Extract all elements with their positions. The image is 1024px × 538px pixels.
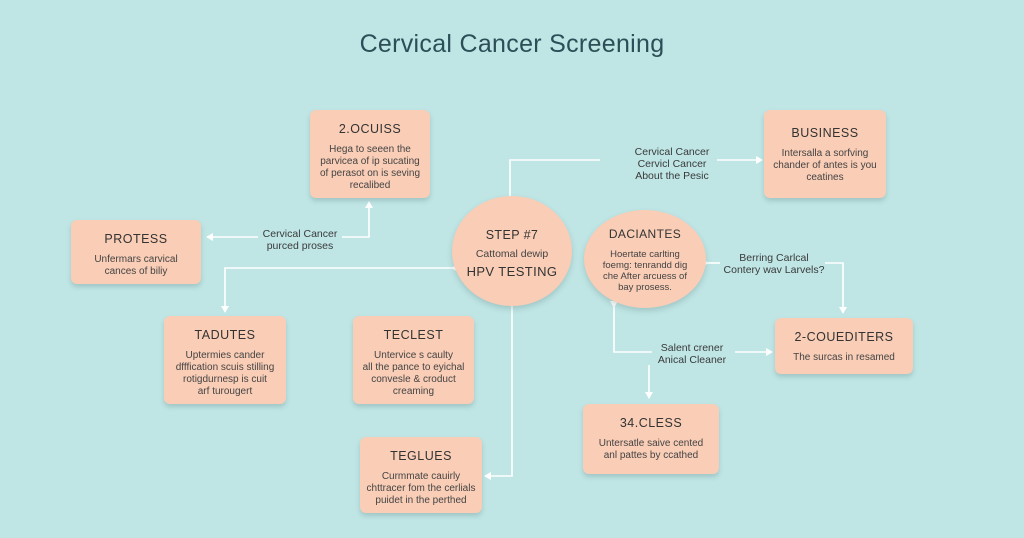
node-teglues: TEGLUES Curmmate cauirly chttracer fom t…	[360, 437, 482, 513]
connector-center-to-business	[506, 159, 600, 201]
node-ocuiss-text: Hega to seeen the parvicea of ip sucatin…	[319, 144, 421, 191]
node-business-title: BUSINESS	[791, 126, 859, 140]
connector-label-to-cuediters	[825, 262, 847, 314]
connector-to-ocuiss	[342, 201, 373, 238]
center-subtitle: Cattomal dewip	[475, 248, 549, 260]
node-daciantes: DACIANTES Hoertate carlting foemg: tenra…	[584, 210, 706, 308]
node-cless: 34.CLESS Untersatle saive cented anl pat…	[583, 404, 719, 474]
node-teglues-text: Curmmate cauirly chttracer fom the cerli…	[366, 471, 476, 506]
node-ocuiss-title: 2.OCUISS	[338, 122, 402, 136]
node-tadutes-title: TADUTES	[194, 328, 256, 342]
node-cuediters-text: The surcas in resamed	[793, 352, 895, 363]
node-cless-title: 34.CLESS	[619, 416, 683, 430]
label-bottom-right: Salent crener Anical Cleaner	[657, 342, 727, 366]
node-teclest-title: TECLEST	[383, 328, 444, 342]
label-right: Berring Carlcal Contery wav Larvels?	[723, 252, 825, 276]
daciantes-title: DACIANTES	[608, 227, 682, 241]
connector-circle-down	[610, 301, 652, 353]
node-protess: PROTESS Unfermars carvical cances of bil…	[71, 220, 201, 284]
center-step-title: STEP #7	[485, 228, 539, 242]
connector-center-to-teglues	[484, 306, 513, 480]
node-teglues-title: TEGLUES	[390, 449, 452, 463]
page-title: Cervical Cancer Screening	[359, 30, 665, 58]
node-ocuiss: 2.OCUISS Hega to seeen the parvicea of i…	[310, 110, 430, 198]
node-cuediters: 2-COUEDITERS The surcas in resamed	[775, 318, 913, 374]
node-center-hpv-testing: STEP #7 Cattomal dewip HPV TESTING	[452, 196, 572, 306]
connector-center-to-tadutes	[221, 264, 458, 313]
node-tadutes: TADUTES Uptermies cander dfffication scu…	[164, 316, 286, 404]
node-cless-text: Untersatle saive cented anl pattes by cc…	[598, 438, 704, 461]
node-cuediters-title: 2-COUEDITERS	[794, 330, 894, 344]
label-left: Cervical Cancer purced proses	[262, 228, 338, 252]
label-top-right: Cervical Cancer Cervicl Cancer About the…	[634, 146, 710, 182]
node-business: BUSINESS Intersalla a sorfving chander o…	[764, 110, 886, 198]
node-business-text: Intersalla a sorfving chander of antes i…	[773, 148, 877, 183]
center-main-label: HPV TESTING	[466, 264, 558, 279]
node-protess-title: PROTESS	[104, 232, 168, 246]
daciantes-text: Hoertate carlting foemg: tenrandd dig ch…	[602, 249, 688, 293]
node-tadutes-text: Uptermies cander dfffication scuis still…	[175, 350, 275, 397]
node-teclest-text: Untervice s caulty all the pance to eyic…	[362, 350, 465, 397]
node-teclest: TECLEST Untervice s caulty all the pance…	[353, 316, 474, 404]
node-protess-text: Unfermars carvical cances of biliy	[94, 254, 178, 277]
